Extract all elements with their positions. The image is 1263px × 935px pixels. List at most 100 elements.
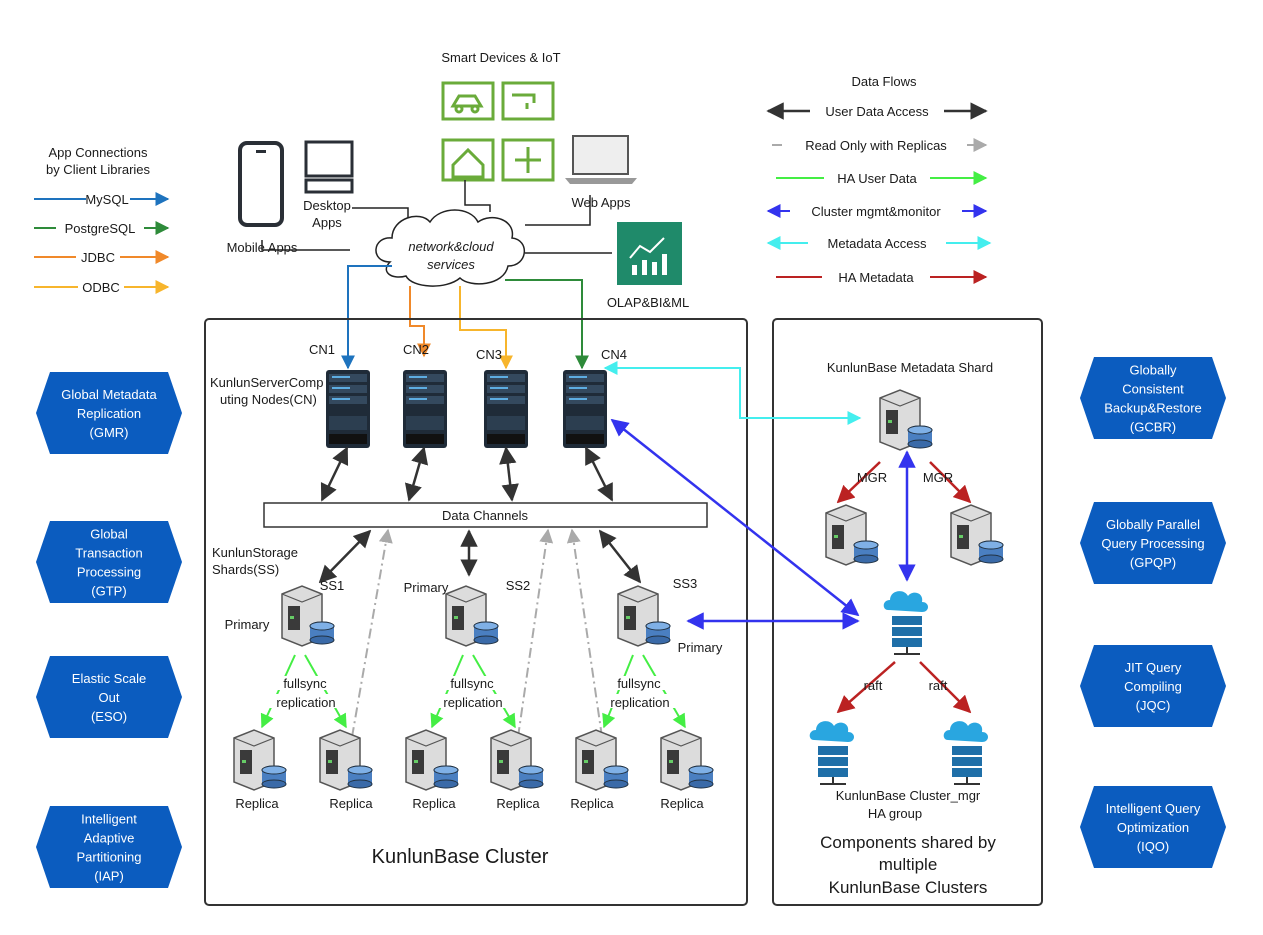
feature-label: (GMR)	[90, 425, 129, 440]
laptop-icon	[565, 135, 637, 184]
feature-label: Elastic Scale	[72, 671, 146, 686]
replica-server-icon	[319, 729, 373, 791]
cn3-server-icon	[484, 370, 528, 448]
feature-label: (GTP)	[91, 584, 126, 599]
storage-label-1: KunlunStorage	[212, 545, 298, 560]
app-connections-legend: App Connections by Client Libraries MySQ…	[34, 145, 170, 295]
cn4-server-icon	[563, 370, 607, 448]
compute-nodes-label-1: KunlunServerComp	[210, 375, 323, 390]
cn1-server-icon	[326, 370, 370, 448]
replica-label: Replica	[329, 796, 373, 811]
cn2-label: CN2	[403, 342, 429, 357]
cn1-label: CN1	[309, 342, 335, 357]
cluster-mgr-label-2: HA group	[868, 806, 922, 821]
feature-label: (GPQP)	[1130, 555, 1176, 570]
olap-label: OLAP&BI&ML	[607, 295, 689, 310]
metadata-server-icon	[879, 389, 933, 451]
feature-hexagon	[1080, 357, 1226, 439]
fullsync-ss2: fullsync replication	[434, 676, 510, 710]
cloud-label-1: network&cloud	[408, 239, 494, 254]
feature-label: Intelligent	[81, 812, 137, 827]
replica-label: Replica	[570, 796, 614, 811]
desktop-icon	[304, 140, 354, 194]
feature-label: JIT Query	[1125, 660, 1182, 675]
raft-label-right: raft	[929, 678, 948, 693]
cluster-mgr-label-1: KunlunBase Cluster_mgr	[836, 788, 981, 803]
odbc-label: ODBC	[82, 280, 120, 295]
replica-server-icon	[575, 729, 629, 791]
feature-label: Processing	[77, 565, 141, 580]
feature-label: Out	[99, 690, 120, 705]
fullsync-label: fullsync	[283, 676, 327, 691]
app-connections-title-2: by Client Libraries	[46, 162, 151, 177]
replica-server-icon	[660, 729, 714, 791]
feature-label: Backup&Restore	[1104, 401, 1202, 416]
data-flows-title: Data Flows	[851, 74, 917, 89]
feature-hexagons-right: GloballyConsistentBackup&Restore(GCBR)Gl…	[1080, 357, 1226, 868]
metadata-shard-title: KunlunBase Metadata Shard	[827, 360, 993, 375]
raft-label-left: raft	[864, 678, 883, 693]
feature-label: Globally	[1130, 363, 1177, 378]
feature-label: Optimization	[1117, 820, 1189, 835]
smart-devices-title: Smart Devices & IoT	[441, 50, 560, 65]
replication-label: replication	[276, 695, 335, 710]
ss2-primary-server-icon	[445, 585, 499, 647]
feature-hexagon	[36, 521, 182, 603]
fullsync-label: fullsync	[617, 676, 661, 691]
feature-label: Transaction	[75, 546, 142, 561]
replica-label: Replica	[235, 796, 279, 811]
cluster-mgr-main-icon	[882, 590, 929, 655]
smart-devices-iot: Smart Devices & IoT	[441, 50, 561, 182]
flow-ha-metadata-label: HA Metadata	[838, 270, 914, 285]
cloud-label-2: services	[427, 257, 475, 272]
fullsync-ss3: fullsync replication	[602, 676, 678, 710]
network-cloud: network&cloud services	[375, 209, 526, 287]
replica-server-icon	[490, 729, 544, 791]
feature-label: Global Metadata	[61, 387, 157, 402]
feature-hexagon	[1080, 786, 1226, 868]
feature-label: Globally Parallel	[1106, 517, 1200, 532]
flow-readonly-label: Read Only with Replicas	[805, 138, 947, 153]
ss3-label: SS3	[673, 576, 698, 591]
cluster-title: KunlunBase Cluster	[372, 846, 549, 868]
compute-nodes-label-2: uting Nodes(CN)	[220, 392, 317, 407]
ss1-primary-label: Primary	[225, 617, 270, 632]
mgr-label-left: MGR	[857, 470, 887, 485]
postgresql-label: PostgreSQL	[65, 221, 136, 236]
shared-footer-2: multiple	[879, 855, 938, 874]
feature-hexagon	[1080, 502, 1226, 584]
fullsync-label: fullsync	[450, 676, 494, 691]
feature-hexagon	[36, 656, 182, 738]
cn3-label: CN3	[476, 347, 502, 362]
feature-label: Query Processing	[1101, 536, 1204, 551]
replica-server-icon	[233, 729, 287, 791]
mobile-phone-icon	[238, 141, 284, 227]
replica-label: Replica	[660, 796, 704, 811]
mgr-label-right: MGR	[923, 470, 953, 485]
ss1-primary-server-icon	[281, 585, 335, 647]
feature-hexagon	[36, 372, 182, 454]
replica-server-icon	[405, 729, 459, 791]
cluster-mgr-icon-left	[808, 720, 855, 785]
ss3-primary-server-icon	[617, 585, 671, 647]
feature-label: Adaptive	[84, 831, 135, 846]
flow-ha-user-label: HA User Data	[837, 171, 917, 186]
shared-footer-1: Components shared by	[820, 833, 996, 852]
desktop-apps-label-2: Apps	[312, 215, 342, 230]
cn4-label: CN4	[601, 347, 627, 362]
desktop-apps-label-1: Desktop	[303, 198, 351, 213]
flow-cluster-mgmt-label: Cluster mgmt&monitor	[811, 204, 941, 219]
feature-hexagon	[36, 806, 182, 888]
replication-label: replication	[443, 695, 502, 710]
feature-label: (GCBR)	[1130, 420, 1176, 435]
fullsync-ss1: fullsync replication	[268, 676, 344, 710]
replica-label: Replica	[412, 796, 456, 811]
ss2-primary-label: Primary	[404, 580, 449, 595]
feature-hexagon	[1080, 645, 1226, 727]
feature-label: (IQO)	[1137, 839, 1170, 854]
storage-label-2: Shards(SS)	[212, 562, 279, 577]
mgr-server-icon-left	[825, 504, 879, 566]
feature-label: Compiling	[1124, 679, 1182, 694]
app-connections-title-1: App Connections	[48, 145, 148, 160]
